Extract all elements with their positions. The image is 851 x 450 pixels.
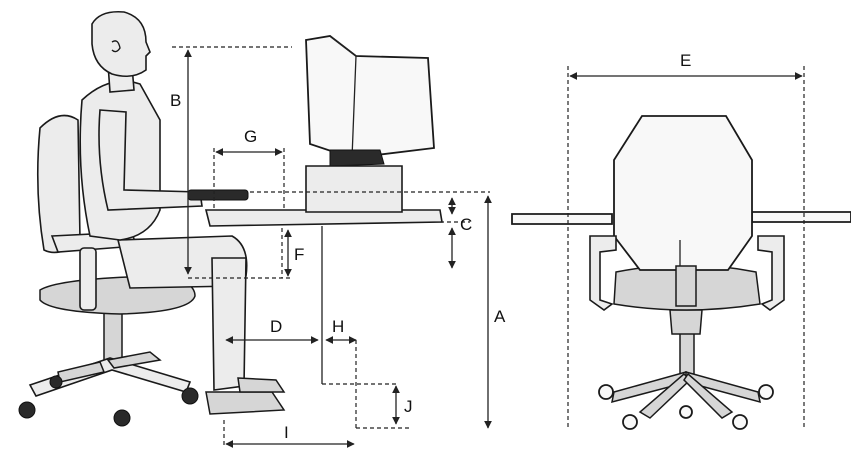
side-monitor: [305, 35, 435, 213]
label-j: J: [404, 397, 413, 416]
label-c: C: [460, 215, 472, 234]
label-a: A: [494, 307, 506, 326]
label-b: B: [170, 91, 181, 110]
label-d: D: [270, 317, 282, 336]
side-chair-base: [18, 299, 199, 427]
label-f: F: [294, 245, 304, 264]
front-view: E: [511, 51, 851, 430]
label-g: G: [244, 127, 257, 146]
side-view: B G F C A D H J I: [18, 10, 506, 448]
label-e: E: [680, 51, 691, 70]
seated-person: [79, 10, 286, 415]
dimension-lines: [172, 46, 492, 448]
label-h: H: [332, 317, 344, 336]
label-i: I: [284, 423, 289, 442]
